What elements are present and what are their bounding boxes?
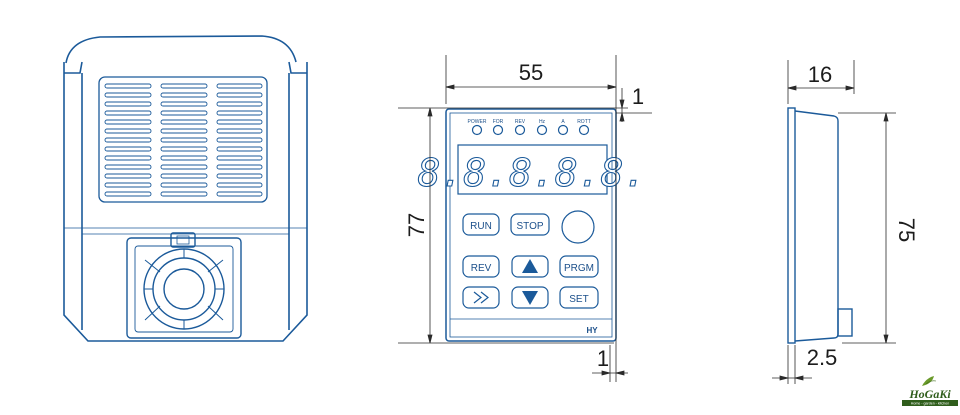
vent-slot xyxy=(216,173,263,179)
front-dimensions xyxy=(398,55,652,382)
leaf-icon xyxy=(922,376,934,386)
vent-slot xyxy=(160,92,208,98)
inverter-housing xyxy=(63,35,308,342)
rev-button[interactable] xyxy=(462,255,500,278)
logo-tagline: Home - garden - kitchen xyxy=(911,402,950,406)
display-digits: 8.8.8.8.8. xyxy=(418,151,647,195)
vent-slot xyxy=(160,137,208,143)
led-label-a: A xyxy=(561,119,565,125)
vent-grille xyxy=(98,76,268,203)
vent-slot xyxy=(216,164,263,170)
set-button-label: SET xyxy=(569,294,588,305)
vent-slot xyxy=(104,137,152,143)
double-chevron-right-icon xyxy=(473,291,489,304)
vent-slot xyxy=(160,191,208,197)
vent-slot xyxy=(104,101,152,107)
stop-button[interactable] xyxy=(510,213,550,236)
vent-slot xyxy=(216,92,263,98)
led-for-icon xyxy=(492,124,504,136)
vent-slot xyxy=(160,164,208,170)
vent-slot xyxy=(104,119,152,125)
vent-slot xyxy=(160,146,208,152)
led-labels: POWER FOR REV Hz A ROTT xyxy=(468,119,591,125)
leds xyxy=(471,124,590,136)
led-power-icon xyxy=(471,124,483,136)
vent-slot xyxy=(160,182,208,188)
run-button[interactable] xyxy=(462,213,500,236)
bottom-offset-label: 1 xyxy=(597,346,609,371)
rev-button-label: REV xyxy=(471,263,492,274)
vent-slot xyxy=(216,191,263,197)
vent-slot xyxy=(104,191,152,197)
vent-slot xyxy=(216,137,263,143)
vent-slot xyxy=(104,182,152,188)
vent-slot xyxy=(216,101,263,107)
vent-slot xyxy=(104,164,152,170)
vent-slot xyxy=(216,146,263,152)
height-dimension-label: 77 xyxy=(404,213,429,237)
vent-slot xyxy=(160,128,208,134)
side-dimensions xyxy=(772,60,896,384)
vent-slot xyxy=(160,173,208,179)
side-bottom-dimension-label: 2.5 xyxy=(807,345,838,370)
led-rev-icon xyxy=(514,124,526,136)
vent-slot xyxy=(216,128,263,134)
shift-button[interactable] xyxy=(462,286,500,309)
led-hz-icon xyxy=(536,124,548,136)
knob-button[interactable] xyxy=(561,210,595,244)
logo-name: HoGaKi xyxy=(908,387,951,401)
vent-slot xyxy=(104,83,152,89)
vent-slot xyxy=(160,119,208,125)
up-button[interactable] xyxy=(511,255,549,278)
run-button-label: RUN xyxy=(470,221,492,232)
vent-slot xyxy=(160,155,208,161)
vent-slot xyxy=(160,110,208,116)
vent-slot xyxy=(104,128,152,134)
led-rott-icon xyxy=(578,124,590,136)
vent-slot xyxy=(216,119,263,125)
depth-dimension-label: 16 xyxy=(808,62,832,87)
keypad-front: POWER FOR REV Hz A ROTT 8.8.8.8.8. xyxy=(417,108,647,342)
keypad-side xyxy=(787,107,853,344)
led-label-rev: REV xyxy=(515,119,526,125)
vent-slot xyxy=(104,155,152,161)
brand-label: HY xyxy=(586,326,598,335)
top-offset-label: 1 xyxy=(632,84,644,109)
seven-segment-display: 8.8.8.8.8. xyxy=(417,144,647,196)
vent-slot xyxy=(104,146,152,152)
keypad-buttons xyxy=(462,210,599,309)
vent-slot xyxy=(216,83,263,89)
vent-slot xyxy=(104,173,152,179)
vent-slots xyxy=(104,83,263,197)
fan-guard xyxy=(126,232,242,339)
down-button[interactable] xyxy=(511,286,549,309)
prgm-button-label: PRGM xyxy=(564,263,594,274)
led-label-for: FOR xyxy=(493,119,504,125)
vent-slot xyxy=(216,110,263,116)
hogaki-logo: HoGaKi Home - garden - kitchen xyxy=(902,376,958,406)
prgm-button[interactable] xyxy=(559,255,599,278)
vent-slot xyxy=(104,92,152,98)
led-label-hz: Hz xyxy=(539,119,546,125)
up-arrow-icon xyxy=(522,259,538,273)
width-dimension-label: 55 xyxy=(519,60,543,85)
vent-slot xyxy=(216,182,263,188)
set-button[interactable] xyxy=(559,286,599,309)
led-label-rott: ROTT xyxy=(577,119,591,125)
led-label-power: POWER xyxy=(468,119,487,125)
down-arrow-icon xyxy=(522,291,538,305)
vent-slot xyxy=(104,110,152,116)
vent-slot xyxy=(160,83,208,89)
stop-button-label: STOP xyxy=(516,221,543,232)
side-height-dimension-label: 75 xyxy=(894,218,919,242)
led-a-icon xyxy=(557,124,569,136)
vent-slot xyxy=(160,101,208,107)
vent-slot xyxy=(216,155,263,161)
